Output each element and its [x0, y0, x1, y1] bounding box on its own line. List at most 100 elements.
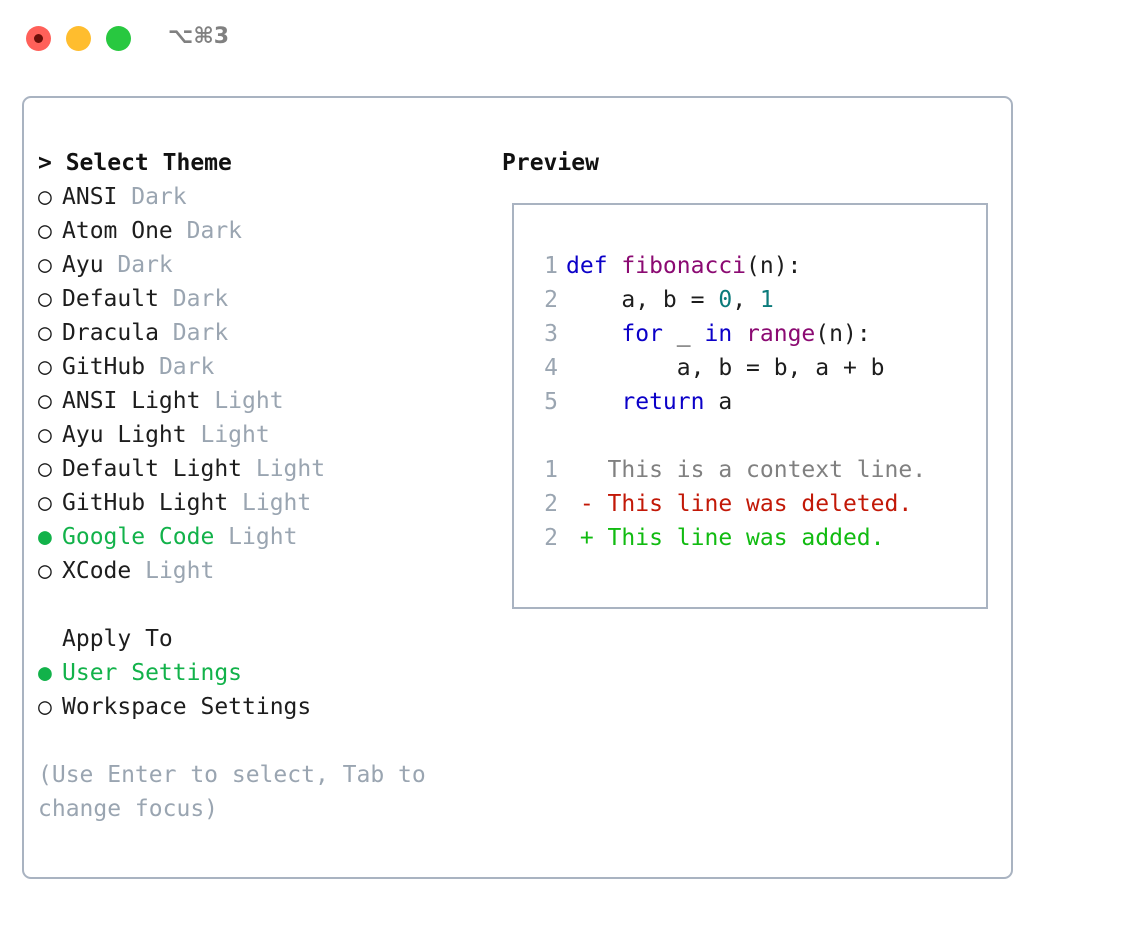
diff-line-text: This line was deleted.	[593, 491, 913, 517]
close-window-button[interactable]	[26, 26, 51, 51]
theme-option-label: Ayu	[62, 252, 104, 278]
theme-variant-badge: Light	[214, 524, 298, 550]
theme-option-label: GitHub	[62, 354, 146, 380]
keyboard-hint-text: (Use Enter to select, Tab to change focu…	[38, 762, 440, 822]
apply-to-section: Apply To ●User Settings○Workspace Settin…	[38, 622, 488, 724]
theme-option-label: Dracula	[62, 320, 159, 346]
diff-line-text: This line was added.	[593, 525, 885, 551]
code-token-plain	[732, 321, 746, 347]
radio-unselected-icon: ○	[38, 286, 52, 312]
diff-line-number: 1	[544, 457, 558, 483]
radio-selected-icon: ●	[38, 660, 52, 686]
apply-to-option[interactable]: ●User Settings	[38, 656, 488, 690]
theme-option[interactable]: ○ Ayu Dark	[38, 248, 488, 282]
theme-option-label: Google Code	[62, 524, 215, 550]
diff-line-number: 2	[544, 491, 558, 517]
theme-option[interactable]: ● Google Code Light	[38, 520, 488, 554]
theme-option-label: XCode	[62, 558, 132, 584]
theme-option[interactable]: ○ XCode Light	[38, 554, 488, 588]
code-token-kw: def	[566, 253, 622, 279]
code-line: 5 return a	[532, 385, 972, 419]
theme-variant-badge: Dark	[117, 184, 187, 210]
code-token-kw: return	[621, 389, 705, 415]
apply-to-option[interactable]: ○Workspace Settings	[38, 690, 488, 724]
radio-unselected-icon: ○	[38, 558, 52, 584]
theme-option[interactable]: ○Dracula Dark	[38, 316, 488, 350]
diff-marker: -	[566, 491, 594, 517]
theme-option[interactable]: ○ ANSI Light Light	[38, 384, 488, 418]
minimize-window-button[interactable]	[66, 26, 91, 51]
keyboard-shortcut-label: ⌥⌘3	[168, 24, 230, 49]
code-line: 4 a, b = b, a + b	[532, 351, 972, 385]
radio-unselected-icon: ○	[38, 354, 52, 380]
code-token-plain	[566, 321, 621, 347]
theme-variant-badge: Light	[228, 490, 312, 516]
code-token-kw: in	[704, 321, 733, 347]
theme-variant-badge: Dark	[172, 218, 243, 244]
theme-option[interactable]: ○Ayu Light Light	[38, 418, 488, 452]
theme-option[interactable]: ○ GitHub Light Light	[38, 486, 488, 520]
theme-variant-badge: Light	[200, 388, 284, 414]
diff-marker: +	[566, 525, 594, 551]
diff-line: 2 - This line was deleted.	[532, 487, 972, 521]
theme-option[interactable]: ○ ANSI Dark	[38, 180, 488, 214]
theme-variant-badge: Light	[131, 558, 215, 584]
code-token-plain: a, b =	[566, 287, 719, 313]
radio-unselected-icon: ○	[38, 422, 52, 448]
code-token-num: 1	[759, 287, 774, 313]
code-line-number: 2	[544, 287, 558, 313]
diff-line: 2 + This line was added.	[532, 521, 972, 555]
code-token-plain: _	[662, 321, 705, 347]
code-token-plain: ,	[732, 287, 760, 313]
code-line-number: 1	[544, 253, 558, 279]
theme-list[interactable]: ○ANSI Dark○Atom One Dark○Ayu Dark○Defaul…	[38, 180, 488, 588]
theme-variant-badge: Light	[242, 456, 326, 482]
code-line: 3 for _ in range(n):	[532, 317, 972, 351]
diff-marker	[566, 457, 594, 483]
theme-option[interactable]: ○Default Dark	[38, 282, 488, 316]
theme-option[interactable]: ○Atom One Dark	[38, 214, 488, 248]
code-token-kw: for	[621, 321, 663, 347]
theme-option-label: GitHub Light	[62, 490, 229, 516]
select-theme-heading: > Select Theme	[38, 150, 232, 176]
theme-option-label: ANSI	[62, 184, 118, 210]
theme-picker-column: > Select Theme ○ANSI Dark○Atom One Dark○…	[38, 146, 488, 826]
radio-unselected-icon: ○	[38, 184, 52, 210]
title-bar: ⌥⌘3	[0, 0, 1140, 78]
radio-selected-icon: ●	[38, 524, 52, 550]
radio-unselected-icon: ○	[38, 252, 52, 278]
radio-unselected-icon: ○	[38, 456, 52, 482]
traffic-light-group	[26, 26, 131, 51]
diff-line-text: This is a context line.	[593, 457, 927, 483]
diff-line: 1 This is a context line.	[532, 453, 972, 487]
preview-heading: Preview	[502, 150, 599, 176]
preview-column: Preview	[502, 146, 1002, 180]
radio-unselected-icon: ○	[38, 388, 52, 414]
code-token-fn: range	[746, 321, 816, 347]
theme-option[interactable]: ○Default Light Light	[38, 452, 488, 486]
theme-option-label: Ayu Light	[62, 422, 187, 448]
radio-unselected-icon: ○	[38, 490, 52, 516]
theme-option-label: ANSI Light	[62, 388, 201, 414]
maximize-window-button[interactable]	[106, 26, 131, 51]
code-line-number: 4	[544, 355, 558, 381]
code-token-plain: (n):	[815, 321, 871, 347]
theme-variant-badge: Dark	[103, 252, 173, 278]
code-line-number: 5	[544, 389, 558, 415]
code-spacer	[532, 419, 972, 453]
radio-unselected-icon: ○	[38, 218, 52, 244]
theme-variant-badge: Dark	[158, 320, 229, 346]
theme-variant-badge: Dark	[145, 354, 215, 380]
apply-to-list[interactable]: ●User Settings○Workspace Settings	[38, 656, 488, 724]
theme-option-label: Default	[62, 286, 159, 312]
content-panel: > Select Theme ○ANSI Dark○Atom One Dark○…	[22, 96, 1013, 879]
code-token-plain: a, b = b, a + b	[566, 355, 885, 381]
radio-unselected-icon: ○	[38, 694, 52, 720]
theme-option[interactable]: ○ GitHub Dark	[38, 350, 488, 384]
code-token-num: 0	[718, 287, 733, 313]
code-line: 2 a, b = 0, 1	[532, 283, 972, 317]
